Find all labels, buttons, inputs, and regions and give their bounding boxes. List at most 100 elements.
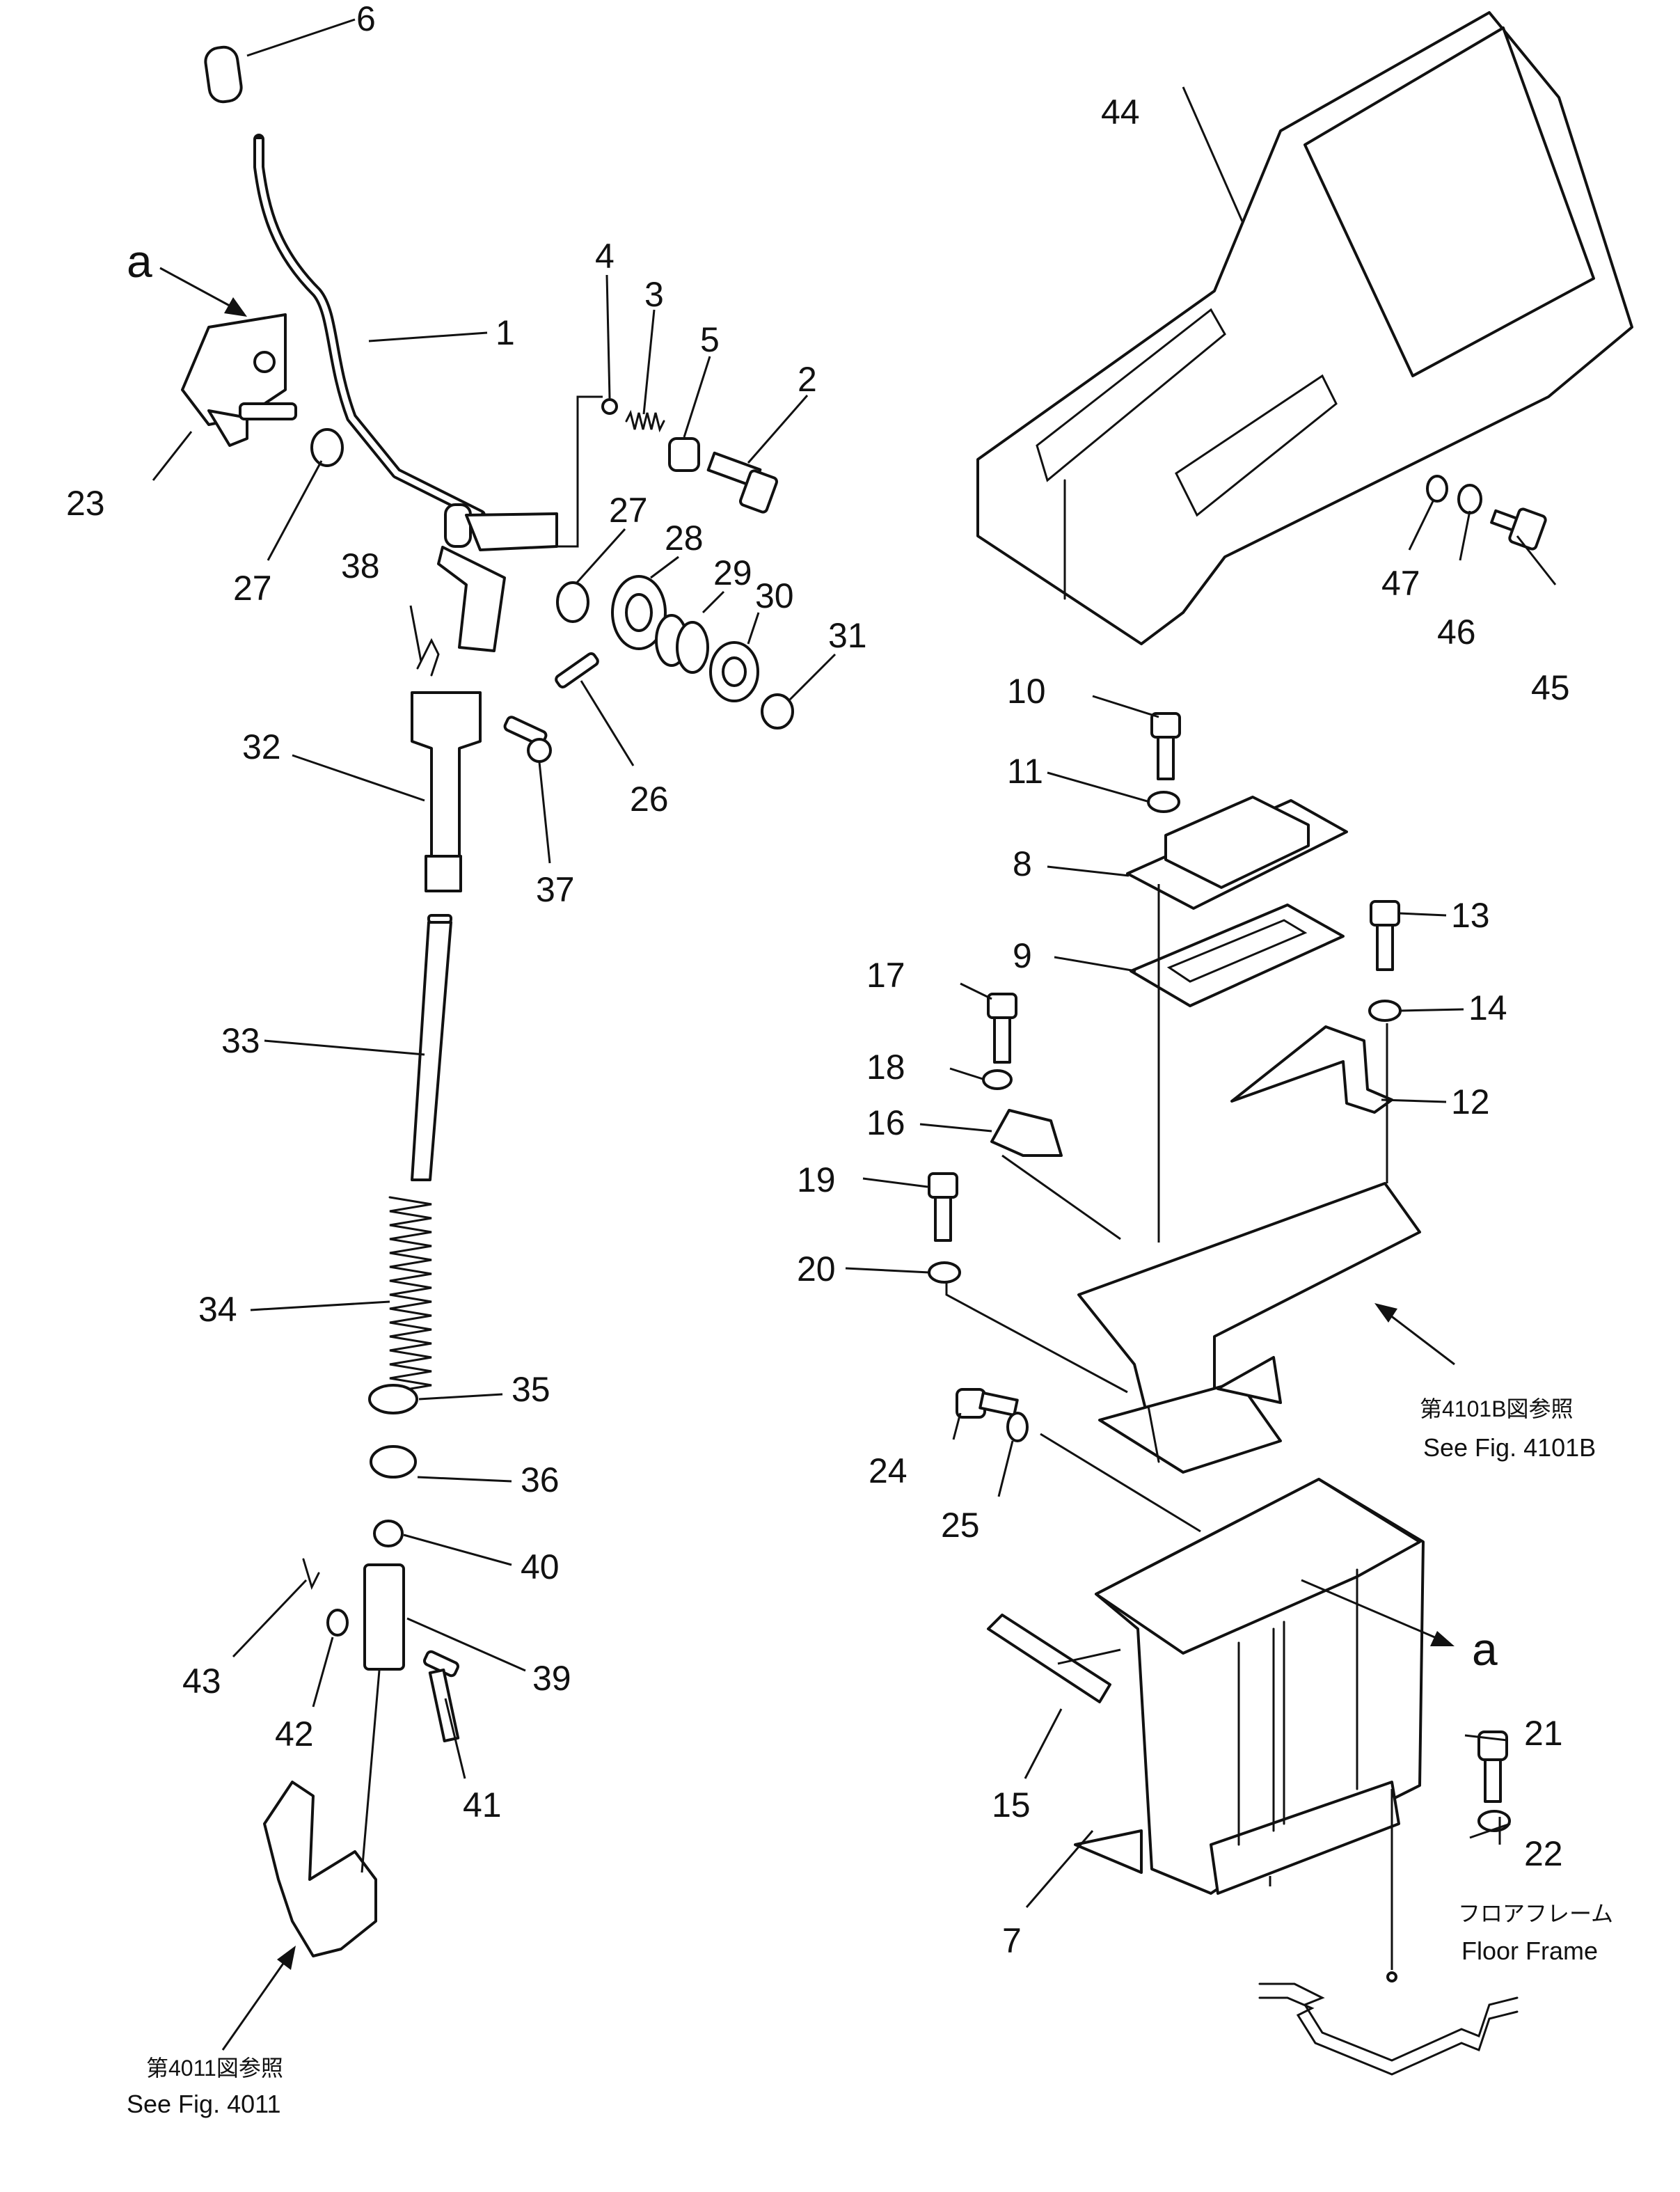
- callout-15: 15: [992, 1785, 1031, 1824]
- part-29-shim: [676, 621, 709, 674]
- part-32-rod-end: [411, 691, 482, 892]
- callout-40: 40: [521, 1547, 560, 1586]
- callout-16: 16: [866, 1103, 905, 1142]
- console-base-plate: [1077, 1182, 1421, 1474]
- callout-42: 42: [275, 1714, 314, 1753]
- callout-30: 30: [755, 576, 794, 615]
- part-16-bracket: [990, 1109, 1063, 1157]
- part-11-washer: [1147, 791, 1180, 813]
- part-31-nut: [761, 693, 794, 730]
- part-14-washer: [1368, 1000, 1402, 1022]
- part-27-washer: [556, 581, 589, 623]
- part-39-coupler: [363, 1563, 405, 1671]
- part-43-clip: [302, 1558, 320, 1591]
- callout-2: 2: [798, 360, 817, 399]
- callout-5: 5: [700, 320, 720, 359]
- part-28-bushing: [611, 575, 667, 650]
- lever-assembly: [181, 45, 794, 1957]
- marker-a-top: a: [127, 235, 152, 287]
- callout-27-left: 27: [233, 569, 272, 608]
- part-37-pin: [503, 716, 552, 763]
- callout-44: 44: [1101, 93, 1140, 132]
- part-21-bolt: [1477, 1730, 1508, 1803]
- callout-11: 11: [1007, 752, 1043, 791]
- callout-20: 20: [797, 1249, 836, 1288]
- callout-33: 33: [221, 1021, 260, 1060]
- callout-25: 25: [941, 1506, 980, 1545]
- part-46-washer: [1457, 484, 1482, 514]
- callout-38: 38: [341, 546, 380, 585]
- part-38-clip: [416, 638, 440, 677]
- part-8-cover-plate: [1126, 796, 1348, 910]
- callout-45: 45: [1531, 668, 1570, 707]
- part-9-gasket: [1130, 904, 1345, 1007]
- ref-fig4101b-en: See Fig. 4101B: [1423, 1433, 1596, 1462]
- ref-fig4101b-jp: 第4101B図参照: [1420, 1396, 1574, 1421]
- part-5-nut: [668, 437, 700, 472]
- floor-frame: [1258, 1982, 1519, 2062]
- callout-31: 31: [828, 616, 867, 655]
- part-35-washer: [368, 1384, 418, 1414]
- reference-arrows: [159, 267, 1455, 2051]
- callout-43: 43: [182, 1662, 221, 1701]
- part-44-console-cover: [976, 11, 1633, 645]
- ref-fig4011-en: See Fig. 4011: [127, 2090, 280, 2118]
- ref-floor-en: Floor Frame: [1461, 1937, 1598, 1965]
- callout-1: 1: [496, 313, 515, 352]
- callout-9: 9: [1013, 936, 1032, 975]
- part-15-rod: [987, 1614, 1111, 1703]
- part-18-washer: [982, 1069, 1013, 1090]
- callout-18: 18: [866, 1048, 905, 1087]
- callout-12: 12: [1451, 1082, 1490, 1121]
- callout-34: 34: [198, 1290, 237, 1329]
- part-27-washer: [310, 428, 344, 467]
- marker-a-right: a: [1472, 1623, 1498, 1675]
- callout-35: 35: [512, 1370, 550, 1409]
- callout-41: 41: [463, 1785, 502, 1824]
- part-42-washer: [326, 1609, 349, 1637]
- part-33-rod: [411, 914, 452, 1181]
- callout-37: 37: [536, 870, 575, 909]
- callout-36: 36: [521, 1460, 560, 1499]
- callout-27-right: 27: [609, 491, 648, 530]
- callout-29: 29: [713, 553, 752, 592]
- part-40-nut: [373, 1520, 404, 1547]
- part-13-bolt: [1370, 900, 1400, 971]
- part-17-bolt: [987, 993, 1017, 1064]
- callout-47: 47: [1381, 564, 1420, 603]
- part-34-spring: [388, 1196, 432, 1394]
- part-47-washer: [1426, 475, 1448, 503]
- callout-14: 14: [1468, 988, 1507, 1027]
- part-7-console-frame: [1074, 1478, 1425, 1895]
- part-23-bracket: [181, 313, 297, 447]
- callout-24: 24: [869, 1451, 908, 1490]
- part-25-washer: [1006, 1412, 1029, 1442]
- part-6-knob: [204, 45, 243, 104]
- part-1-lever: [253, 134, 558, 652]
- callout-19: 19: [797, 1160, 836, 1199]
- part-26-pin: [555, 652, 599, 688]
- part-41-pin: [422, 1650, 460, 1742]
- part-45-bolt: [1490, 507, 1547, 551]
- part-36-nut: [370, 1445, 417, 1479]
- console-assembly: [928, 11, 1633, 2076]
- part-12-guide: [1230, 1025, 1393, 1114]
- ref-fig4011-jp: 第4011図参照: [146, 2056, 283, 2081]
- callout-7: 7: [1002, 1921, 1022, 1960]
- part-10-bolt: [1150, 712, 1181, 780]
- leader-lines: [152, 18, 1557, 1908]
- callout-28: 28: [665, 519, 704, 558]
- callout-6: 6: [356, 0, 376, 38]
- callout-22: 22: [1524, 1834, 1563, 1873]
- callout-17: 17: [866, 956, 905, 995]
- callout-labels: 6 1 4 3 5 2 a 23 27 27 28 29 30 31 38 26…: [66, 0, 1613, 2118]
- part-4-ball: [601, 398, 618, 415]
- part-3-spring: [625, 409, 665, 433]
- callout-3: 3: [644, 275, 664, 314]
- callout-39: 39: [532, 1659, 571, 1698]
- callout-13: 13: [1451, 896, 1490, 935]
- lever-arm: [263, 1781, 377, 1957]
- callout-8: 8: [1013, 844, 1032, 883]
- part-22-washer: [1477, 1810, 1511, 1832]
